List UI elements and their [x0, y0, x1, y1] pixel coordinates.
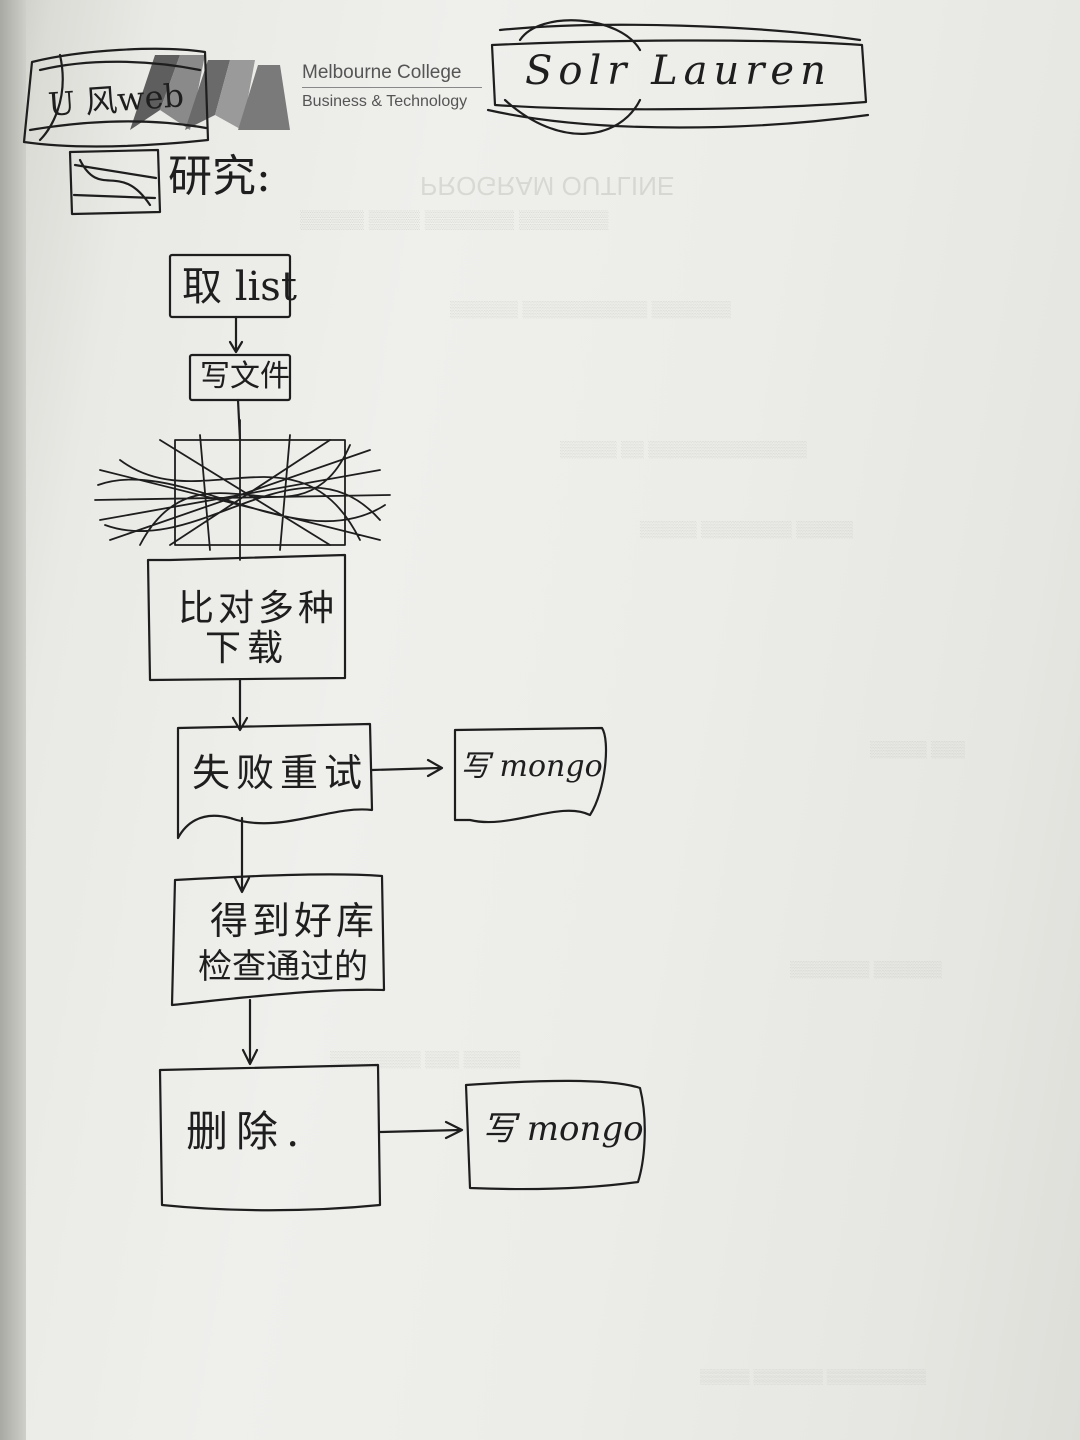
- show-through-text: PROGRAM OUTLINE: [420, 171, 675, 201]
- show-through-text: ▒▒▒▒▒ ▒▒▒▒▒▒▒▒ ▒▒▒▒▒: [640, 521, 853, 538]
- college-subtitle: Business & Technology: [302, 93, 468, 110]
- side-label-6: 写 mongo: [482, 1109, 644, 1149]
- top-right-note: Solr Lauren: [525, 48, 832, 94]
- show-through-text: ▒▒▒▒▒ ▒▒▒: [870, 741, 966, 758]
- node-label-1: 取 list: [182, 264, 297, 310]
- show-through-text: ▒▒▒▒▒ ▒▒▒▒▒▒▒ ▒▒▒▒▒▒▒▒▒▒: [700, 1370, 926, 1386]
- crossed-out-node: [94, 419, 391, 561]
- show-through-text: ▒▒▒▒▒ ▒▒▒▒ ▒▒▒▒▒▒▒ ▒▒▒▒▒▒▒: [300, 211, 609, 231]
- side-label-4: 写 mongo: [460, 749, 603, 784]
- node-label-2: 写文件: [200, 359, 290, 394]
- node-label-3a: 比对多种: [178, 588, 339, 629]
- node-label-5b: 检查通过的: [198, 947, 368, 987]
- node-label-6: 删除.: [186, 1107, 308, 1156]
- show-through-text: ▒▒▒▒▒▒▒ ▒▒▒▒▒▒: [790, 961, 942, 978]
- heading-text: 研究:: [168, 151, 271, 202]
- show-through-text: ▒▒▒▒▒ ▒▒ ▒▒▒▒▒▒▒▒▒▒▒▒▒▒: [560, 441, 807, 458]
- logo-divider: [302, 87, 482, 88]
- show-through-text: ▒▒▒▒▒▒ ▒▒▒▒▒▒▒▒▒▒▒ ▒▒▒▒▒▒▒: [450, 301, 731, 318]
- college-name: Melbourne College: [302, 62, 462, 83]
- node-label-3b: 下载: [205, 628, 290, 669]
- show-through-text: ▒▒▒▒▒▒▒▒ ▒▒▒ ▒▒▒▒▒: [330, 1051, 521, 1068]
- node-label-4: 失败重试: [192, 751, 369, 795]
- node-label-5a: 得到好库: [210, 899, 379, 943]
- paper-edge: [0, 0, 26, 1440]
- heading-strike-box: [68, 148, 162, 216]
